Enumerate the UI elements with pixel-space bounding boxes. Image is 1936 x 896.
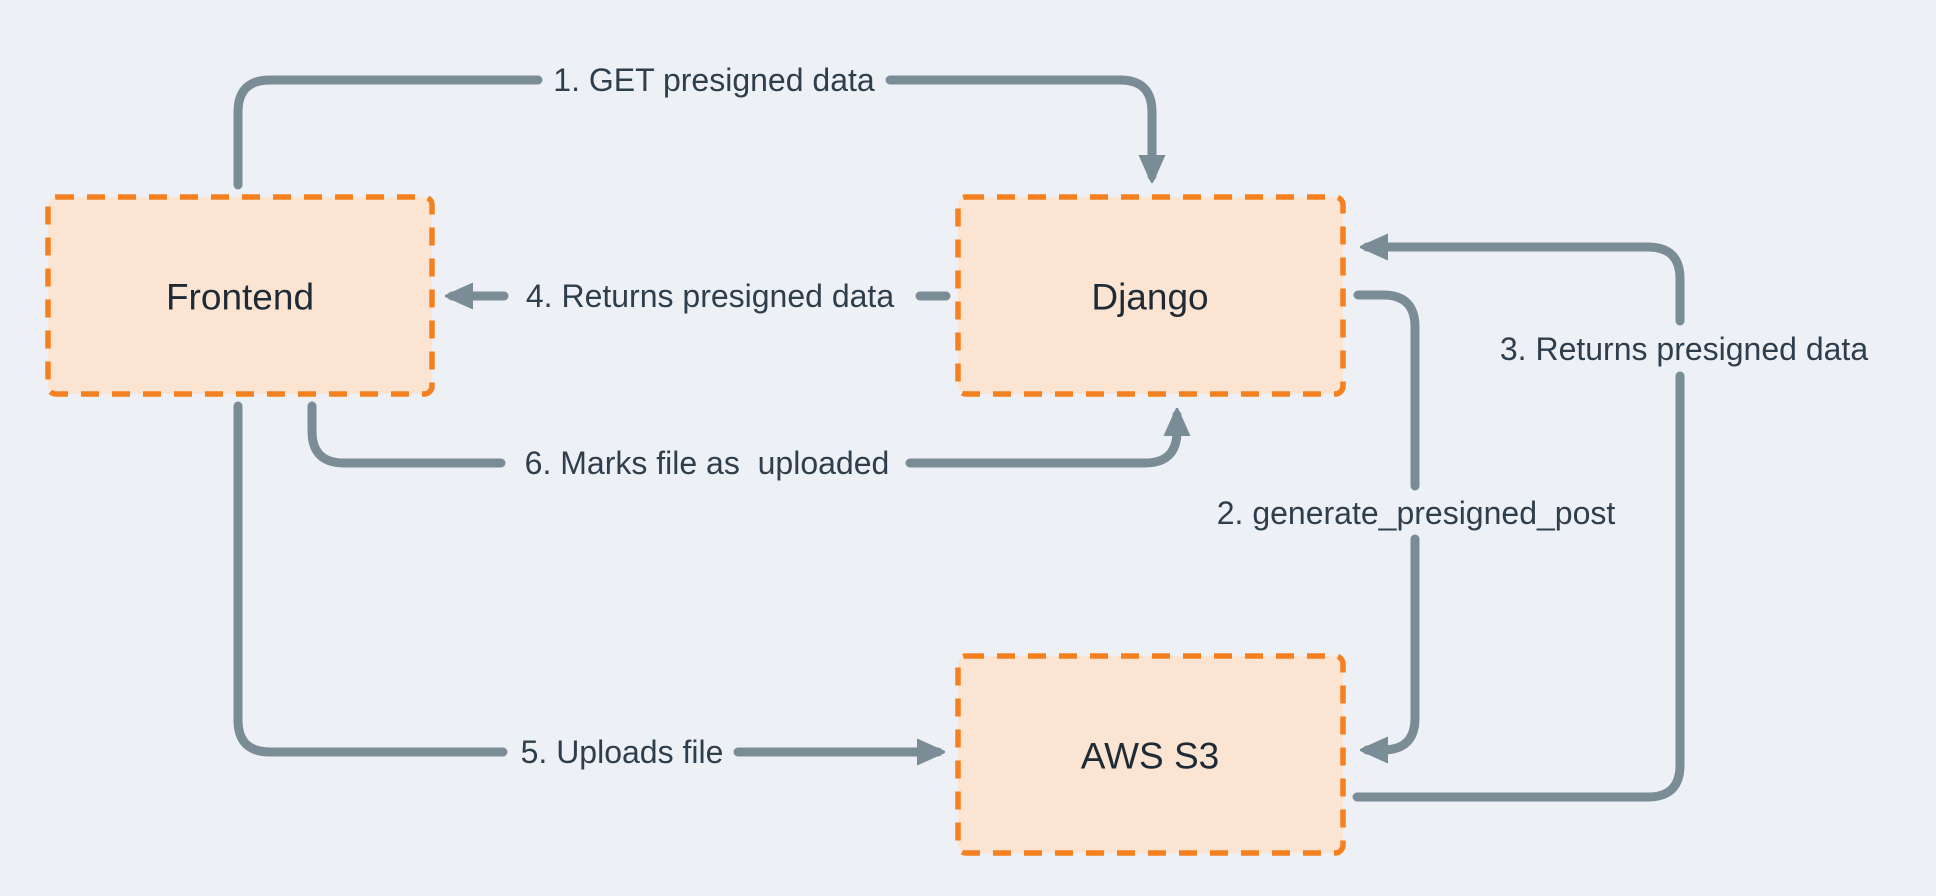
frontend-node: Frontend xyxy=(45,194,435,397)
edge-4-returns-presigned-data: 4. Returns presigned data xyxy=(452,278,951,314)
django-node-label: Django xyxy=(1091,277,1208,318)
aws-s3-node-label: AWS S3 xyxy=(1081,736,1219,777)
edge-3-line-end xyxy=(1367,247,1685,326)
frontend-node-box xyxy=(45,194,435,397)
edge-1-label: 1. GET presigned data xyxy=(553,62,875,98)
edge-3-returns-presigned-data: 3. Returns presigned data xyxy=(1352,247,1868,802)
edge-6-line-end xyxy=(905,415,1177,468)
django-node-box xyxy=(955,194,1346,397)
edge-3-label: 3. Returns presigned data xyxy=(1500,331,1868,367)
django-node: Django xyxy=(955,194,1346,397)
edge-1-line-end xyxy=(885,75,1152,176)
edge-6-label: 6. Marks file as uploaded xyxy=(525,445,890,481)
edge-1-get-presigned-data: 1. GET presigned data xyxy=(233,62,1152,190)
edge-4-label: 4. Returns presigned data xyxy=(526,278,894,314)
edge-6-line-start xyxy=(307,401,506,468)
frontend-node-label: Frontend xyxy=(166,277,314,318)
edge-5-uploads-file: 5. Uploads file xyxy=(233,401,938,770)
edge-3-line-start xyxy=(1352,371,1685,802)
edge-1-line-start xyxy=(233,75,543,190)
edge-5-line-start xyxy=(233,401,508,757)
aws-s3-node-box xyxy=(955,653,1346,856)
edge-2-line-start xyxy=(1353,290,1420,491)
aws-s3-node: AWS S3 xyxy=(955,653,1346,856)
edge-2-line-end xyxy=(1367,534,1420,750)
edge-2-generate-presigned-post: 2. generate_presigned_post xyxy=(1217,290,1616,750)
edge-6-marks-file-uploaded: 6. Marks file as uploaded xyxy=(307,401,1177,481)
edge-5-label: 5. Uploads file xyxy=(521,734,724,770)
edge-2-label: 2. generate_presigned_post xyxy=(1217,495,1616,531)
